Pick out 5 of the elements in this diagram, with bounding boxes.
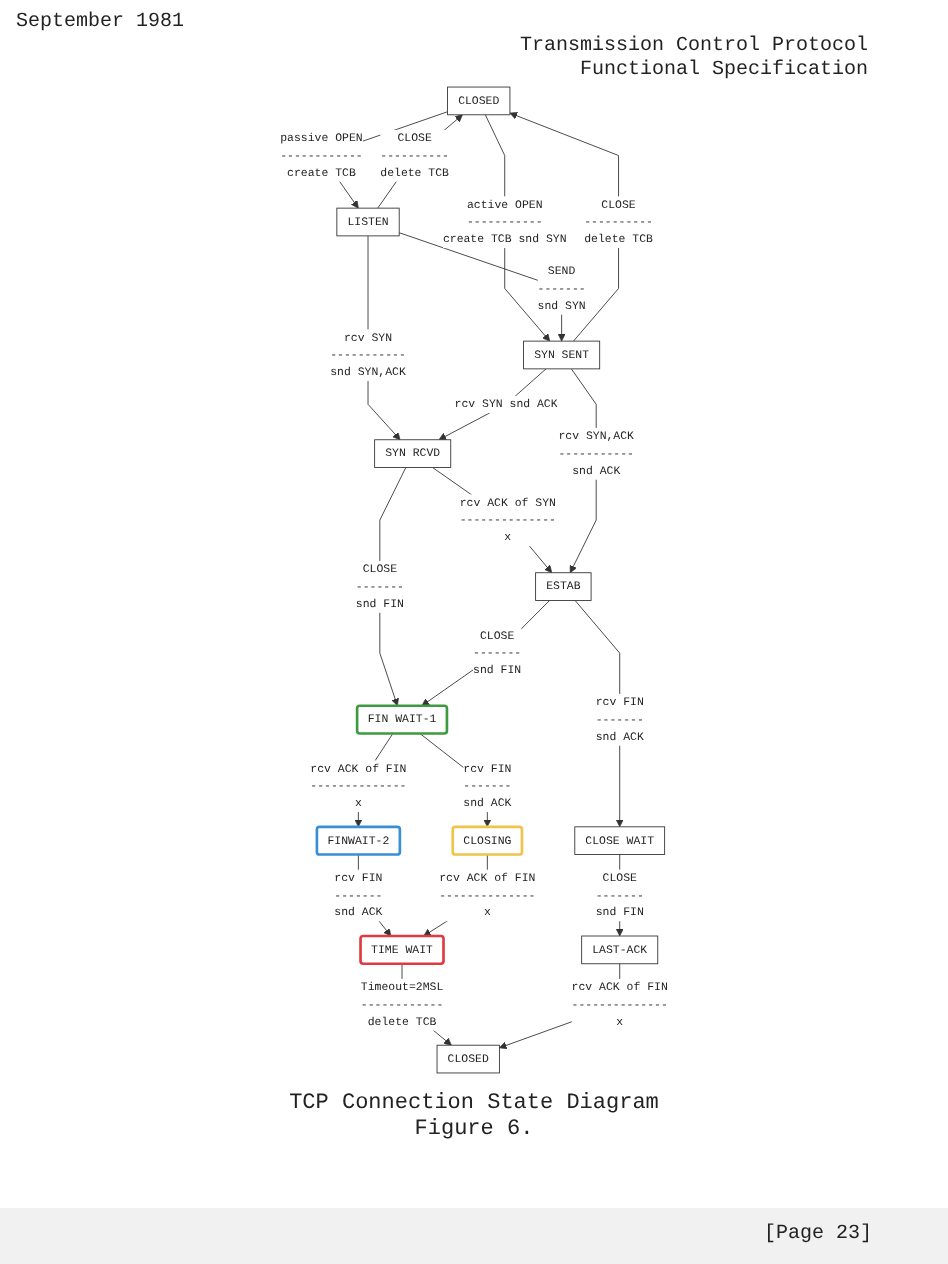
diagram-title: TCP Connection State Diagram [287, 1092, 661, 1118]
page-number: [Page 23] [763, 1224, 872, 1248]
figure-caption: Figure 6. [412, 1118, 536, 1144]
header-text: Transmission Control Protocol Functional Specification [517, 36, 868, 84]
header-text: September 1981 [16, 12, 185, 36]
